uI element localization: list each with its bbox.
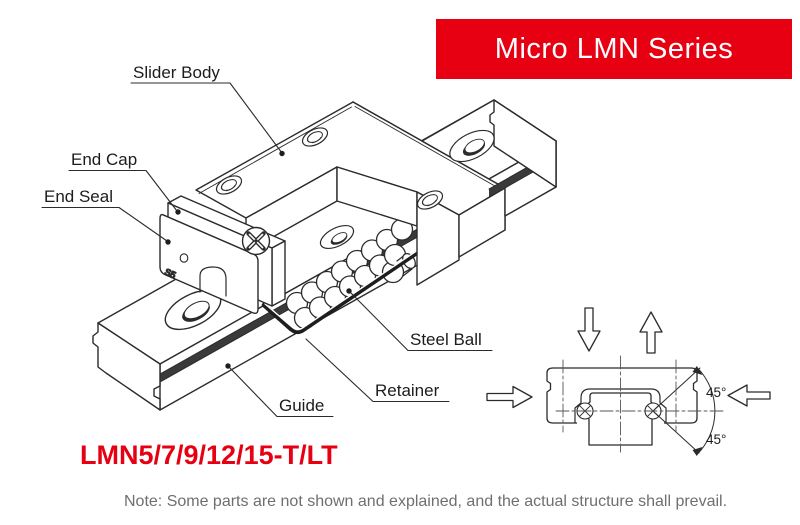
arrow-right-icon <box>486 385 533 409</box>
angle-label-top: 45° <box>706 385 726 400</box>
callout-steel-ball: Steel Ball <box>346 288 493 352</box>
callout-retainer: Retainer <box>305 338 450 403</box>
label-retainer: Retainer <box>375 381 440 400</box>
label-end-seal: End Seal <box>44 187 113 206</box>
arrow-up-icon <box>639 311 663 354</box>
rail-right-end <box>421 99 557 217</box>
retainer <box>261 247 424 335</box>
angle-label-bottom: 45° <box>706 432 726 447</box>
load-arrows <box>486 307 771 409</box>
model-code: LMN5/7/9/12/15-T/LT <box>80 440 338 470</box>
callout-guide: Guide <box>225 363 334 418</box>
label-steel-ball: Steel Ball <box>410 330 482 349</box>
threaded-hole <box>215 175 243 195</box>
series-banner: Micro LMN Series <box>436 19 792 79</box>
footnote: Note: Some parts are not shown and expla… <box>124 493 728 510</box>
series-banner-text: Micro LMN Series <box>494 32 734 65</box>
arrow-left-icon <box>727 384 771 407</box>
callout-end-seal: End Seal <box>41 187 171 245</box>
callouts: Slider Body End Cap End Seal Steel Ball … <box>41 63 493 418</box>
label-end-cap: End Cap <box>71 150 137 169</box>
arrow-down-icon <box>577 307 601 352</box>
slider-body <box>195 101 506 286</box>
threaded-hole <box>301 127 329 147</box>
cross-section: 45° 45° <box>486 307 771 456</box>
callout-slider-body: Slider Body <box>130 63 285 157</box>
threaded-hole <box>416 190 444 210</box>
centerlines <box>555 355 724 453</box>
screw-icon <box>241 226 271 256</box>
label-slider-body: Slider Body <box>133 63 220 82</box>
label-guide: Guide <box>279 396 324 415</box>
steel-balls <box>285 218 416 330</box>
callout-end-cap: End Cap <box>68 150 181 215</box>
